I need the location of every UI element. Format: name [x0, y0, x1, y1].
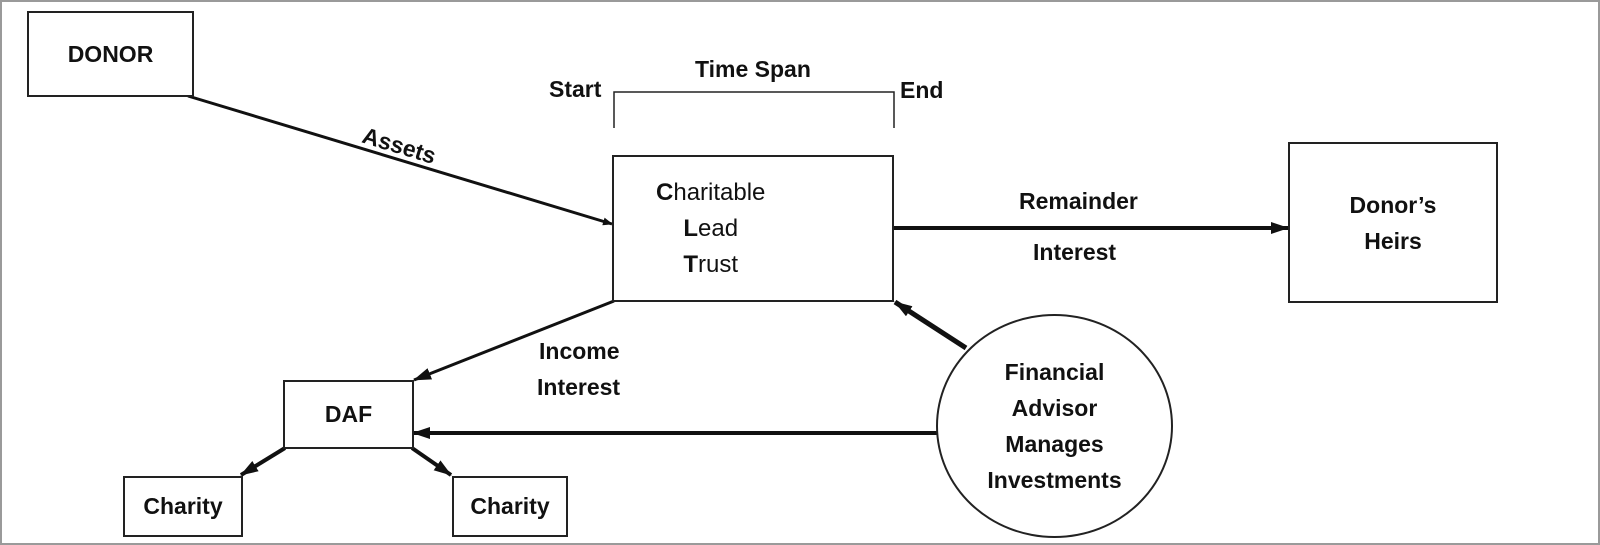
daf-label: DAF	[324, 401, 373, 427]
advisor-circle: Financial Advisor Manages Investments	[936, 314, 1173, 538]
advisor-line-3: Manages	[1005, 431, 1104, 457]
trust-line-1: Charitable	[656, 179, 766, 206]
trust-line-2: Lead	[683, 215, 739, 242]
heirs-box: Donor’s Heirs	[1288, 142, 1498, 303]
daf-box: DAF	[283, 380, 414, 449]
daf-to-charity-left-arrow	[239, 446, 287, 477]
charity-label-right: Charity	[470, 493, 550, 519]
advisor-line-4: Investments	[987, 467, 1122, 493]
charity-box-right: Charity	[452, 476, 568, 537]
trust-name: Charitable Lead Trust	[656, 175, 765, 283]
advisor-line-1: Financial	[1004, 359, 1105, 385]
remainder-label: Remainder	[1019, 188, 1138, 214]
advisor-line-2: Advisor	[1011, 395, 1098, 421]
donor-box: DONOR	[27, 11, 194, 97]
time-span-bracket	[613, 91, 895, 128]
charity-label-left: Charity	[143, 493, 223, 519]
donor-label: DONOR	[67, 40, 154, 67]
remainder-interest-label: Interest	[1033, 239, 1117, 265]
charity-box-left: Charity	[123, 476, 243, 537]
trust-box: Charitable Lead Trust	[612, 155, 894, 302]
income-label: Income	[539, 338, 620, 364]
end-label: End	[900, 77, 944, 103]
advisor-to-trust-arrow	[893, 299, 968, 351]
trust-line-3: Trust	[683, 251, 739, 278]
assets-arrow	[187, 94, 613, 226]
daf-to-charity-right-arrow	[410, 446, 453, 477]
income-arrow	[413, 299, 615, 382]
heirs-label-line2: Heirs	[1364, 227, 1422, 254]
start-label: Start	[549, 76, 602, 102]
income-interest-label: Interest	[537, 374, 621, 400]
time-span-label: Time Span	[695, 56, 811, 82]
heirs-label-line1: Donor’s	[1349, 191, 1437, 218]
